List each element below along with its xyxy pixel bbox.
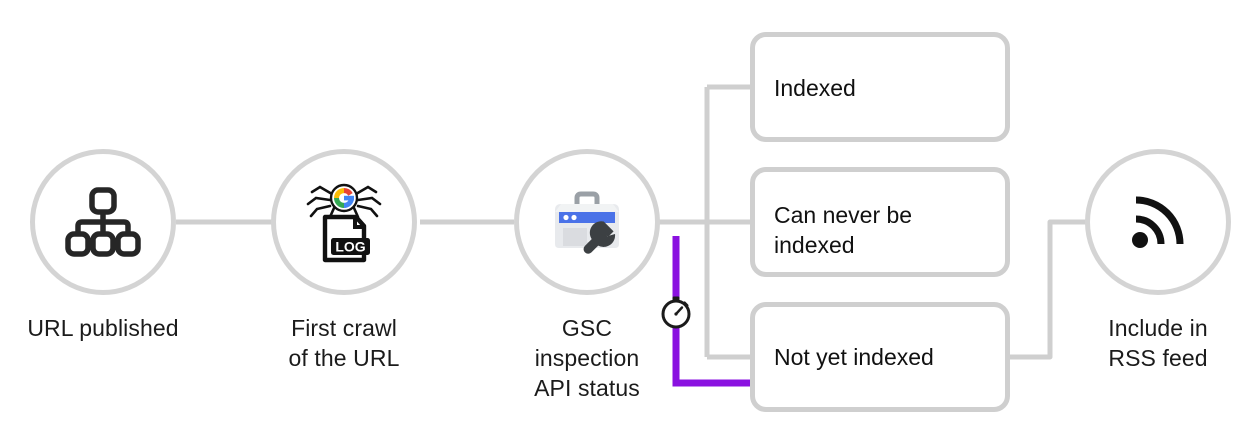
wire-notyet-to-rss — [1010, 219, 1086, 360]
node-rss-feed-label: Include in RSS feed — [1108, 315, 1208, 371]
node-url-published-label: URL published — [27, 315, 179, 341]
svg-text:LOG: LOG — [335, 239, 365, 255]
stopwatch-icon — [656, 292, 696, 332]
google-spider-log-icon: LOG — [298, 176, 390, 268]
node-gsc-status-label: GSC inspection API status — [534, 315, 640, 401]
status-box-indexed-label: Indexed — [774, 75, 856, 101]
node-gsc-status[interactable] — [514, 149, 660, 295]
wire-retry-loop-purple — [672, 236, 757, 387]
node-url-published[interactable] — [30, 149, 176, 295]
status-box-indexed[interactable]: Indexed — [750, 32, 1010, 142]
status-box-never-indexed-label: Can never be indexed — [774, 202, 913, 258]
node-rss-feed[interactable] — [1085, 149, 1231, 295]
sitemap-icon — [57, 176, 149, 268]
status-box-never-indexed[interactable]: Can never be indexed — [750, 167, 1010, 277]
node-first-crawl[interactable]: LOG — [271, 149, 417, 295]
wire-trunk-corner-top — [707, 84, 712, 90]
status-box-not-yet-indexed[interactable]: Not yet indexed — [750, 302, 1010, 412]
rss-feed-icon — [1112, 176, 1204, 268]
node-first-crawl-label: First crawl of the URL — [288, 315, 400, 371]
status-box-not-yet-indexed-label: Not yet indexed — [774, 344, 934, 370]
gsc-toolbox-wrench-icon — [541, 176, 633, 268]
